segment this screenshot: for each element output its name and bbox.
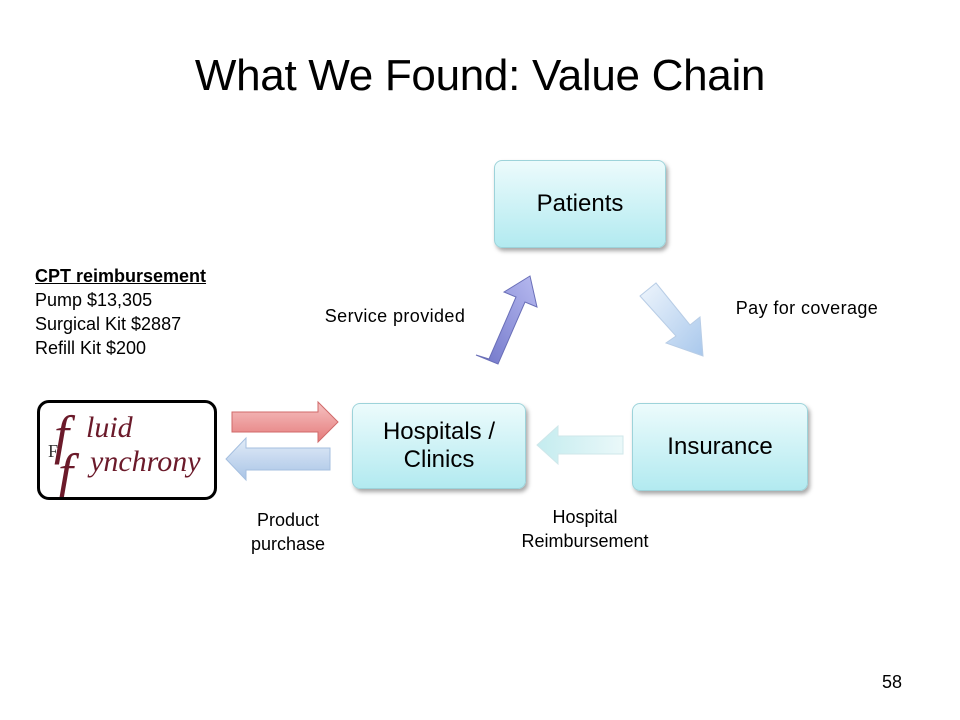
arrow-sell <box>231 400 339 444</box>
label-pay-for-coverage: Pay for coverage <box>735 298 879 318</box>
fluid-synchrony-logo: F f f luid ynchrony <box>37 400 217 500</box>
node-insurance: Insurance <box>632 403 808 491</box>
cpt-reimbursement-block: CPT reimbursement Pump $13,305 Surgical … <box>35 264 206 360</box>
label-product-purchase: Product purchase <box>250 510 326 554</box>
cpt-item-surgical-kit: Surgical Kit $2887 <box>35 314 182 334</box>
arrow-product-purchase <box>225 436 331 482</box>
cpt-item-pump: Pump $13,305 <box>35 290 153 310</box>
label-service-provided: Service provided <box>324 306 466 326</box>
logo-line2: ynchrony <box>87 445 201 478</box>
cpt-item-refill-kit: Refill Kit $200 <box>35 338 147 358</box>
node-patients: Patients <box>494 160 666 248</box>
svg-text:f: f <box>58 443 80 497</box>
logo-line1: luid <box>86 411 134 444</box>
svg-text:F: F <box>48 441 58 461</box>
arrow-service-provided <box>475 275 538 365</box>
arrow-hospital-reimbursement <box>536 424 624 466</box>
arrow-pay-for-coverage <box>639 282 704 357</box>
node-hospitals-clinics: Hospitals / Clinics <box>352 403 526 489</box>
label-hospital-reimbursement: Hospital Reimbursement <box>521 507 649 551</box>
page-number: 58 <box>881 672 902 692</box>
cpt-heading: CPT reimbursement <box>35 266 207 286</box>
logo-mark: F f f luid ynchrony <box>48 405 201 497</box>
slide-title: What We Found: Value Chain <box>194 51 766 100</box>
